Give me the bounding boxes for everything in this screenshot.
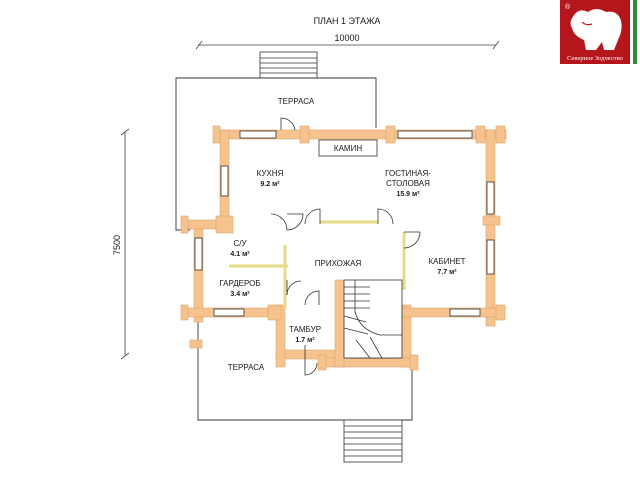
bear-icon <box>570 9 622 50</box>
fireplace-box <box>318 139 378 157</box>
width-dimension-label: 10000 <box>334 33 359 43</box>
wardrobe-label: ГАРДЕРОБ <box>219 279 260 288</box>
wardrobe-area: 3.4 м² <box>230 291 250 298</box>
hall-label: ПРИХОЖАЯ <box>315 259 362 268</box>
partitions <box>229 220 406 308</box>
staircase <box>343 279 403 359</box>
terrace-bottom-label: ТЕРРАСА <box>228 363 265 372</box>
kitchen-area: 9.2 м² <box>260 181 280 188</box>
living-area: 15.9 м² <box>396 191 420 198</box>
logo-brand-text: Северное Зодчество <box>567 55 623 62</box>
wc-label: С/У <box>233 239 247 248</box>
logo-registered-mark: ® <box>565 3 571 11</box>
living-label-line1: ГОСТИНАЯ- <box>385 169 431 178</box>
depth-dimension <box>120 128 130 360</box>
top-stairs <box>259 51 318 79</box>
office-area: 7.7 м² <box>437 269 457 276</box>
doors <box>270 117 421 376</box>
kitchen-label: КУХНЯ <box>257 169 284 178</box>
vestibule-area: 1.7 м² <box>295 337 315 344</box>
living-label-line2: СТОЛОВАЯ <box>386 179 430 188</box>
bottom-stairs <box>343 419 403 463</box>
log-ends <box>180 125 506 371</box>
depth-dimension-label: 7500 <box>112 235 122 255</box>
terrace-top-outline <box>175 77 377 231</box>
width-dimension <box>195 40 500 50</box>
plan-title: ПЛАН 1 ЭТАЖА <box>314 16 381 26</box>
terrace-top-label: ТЕРРАСА <box>278 97 315 106</box>
vestibule-label: ТАМБУР <box>289 325 321 334</box>
wc-area: 4.1 м² <box>230 251 250 258</box>
terrace-bottom-outline <box>197 318 413 421</box>
brand-logo: ® Северное Зодчество <box>560 0 640 64</box>
office-label: КАБИНЕТ <box>429 257 466 266</box>
fireplace-label: КАМИН <box>334 144 362 153</box>
